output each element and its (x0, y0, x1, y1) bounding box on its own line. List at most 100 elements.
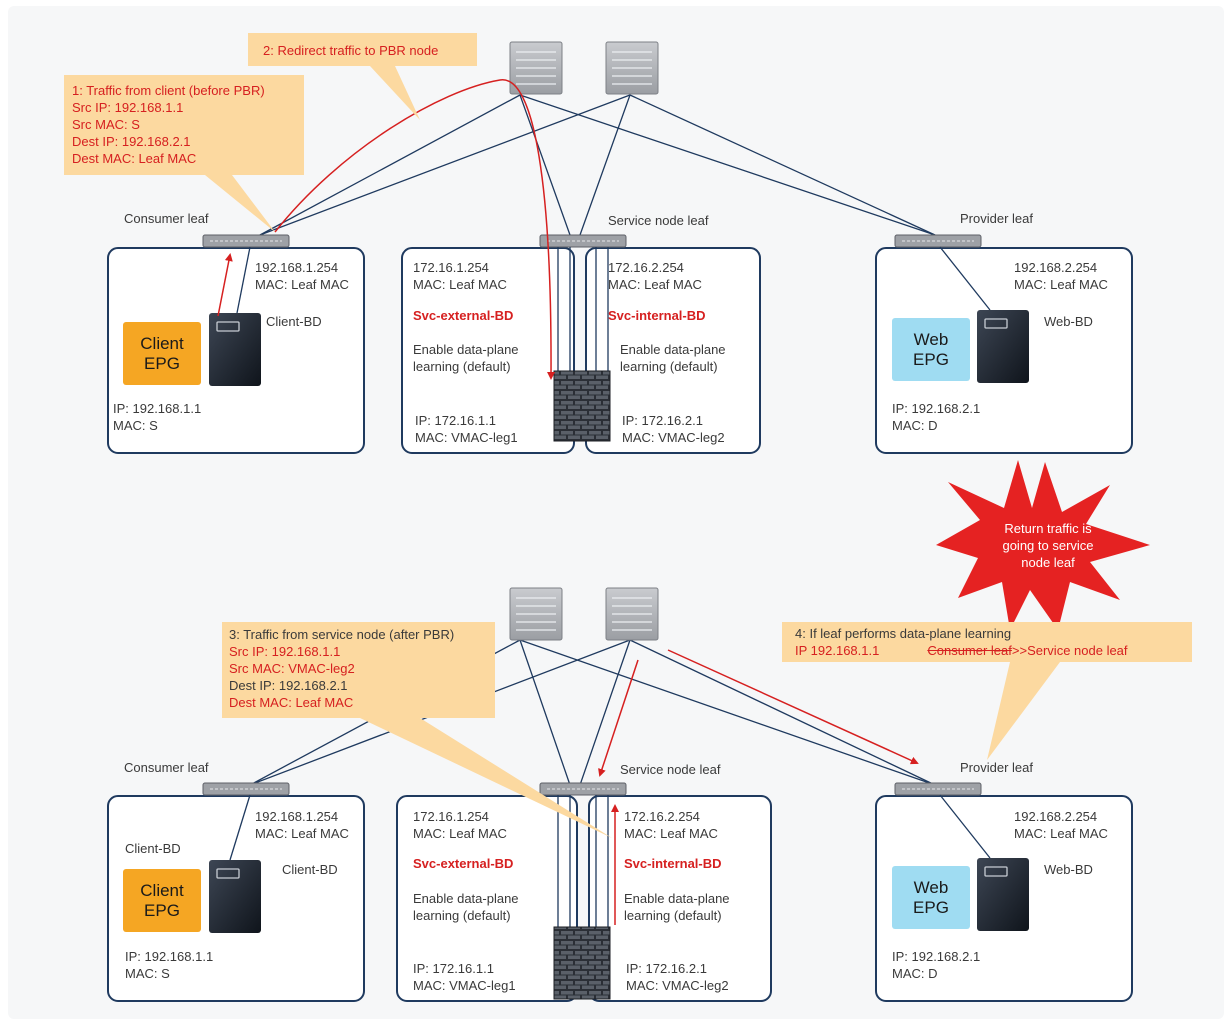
gateway-ip: 192.168.2.254 (1014, 260, 1098, 275)
callout-1-line: 1: Traffic from client (before PBR) (72, 83, 265, 98)
svc-internal-box (585, 247, 761, 454)
epg-label: Web (913, 877, 949, 897)
leaf-switch-icon (539, 782, 627, 796)
gateway-ip: 172.16.2.254 (624, 809, 700, 824)
node-mac: MAC: VMAC-leg2 (622, 430, 725, 445)
client-to-leaf-arrow (217, 253, 233, 317)
gateway-mac: MAC: Leaf MAC (413, 277, 507, 292)
gateway-ip: 172.16.2.254 (608, 260, 684, 275)
bridge-domain-label: Svc-internal-BD (608, 308, 706, 323)
svc-external-box (401, 247, 575, 454)
callout-1-text: 1: Traffic from client (before PBR) Src … (72, 82, 265, 167)
epg-label: Web (913, 329, 949, 349)
web-epg: Web EPG (892, 866, 970, 929)
spine-switch-icon (509, 587, 563, 641)
callout-4-new-leaf: >>Service node leaf (1011, 643, 1128, 658)
callout-3-title: 3: Traffic from service node (after PBR) (229, 627, 455, 642)
learning-label: Enable data-plane (413, 342, 519, 357)
learning-label: learning (default) (413, 359, 511, 374)
burst-line: going to service (1002, 538, 1094, 553)
bridge-domain-label: Web-BD (1044, 862, 1093, 877)
node-ip: IP: 172.16.1.1 (413, 961, 494, 976)
callout-1-line: Src IP: 192.168.1.1 (72, 100, 184, 115)
spine-to-provider-arrow (667, 649, 919, 765)
consumer-leaf-label: Consumer leaf (124, 760, 209, 775)
epg-label: EPG (913, 897, 949, 917)
callout-1 (64, 75, 304, 232)
web-epg: Web EPG (892, 318, 970, 381)
node-mac: MAC: VMAC-leg2 (626, 978, 729, 993)
callout-1-line: Dest IP: 192.168.2.1 (72, 134, 191, 149)
consumer-leaf-label: Consumer leaf (124, 211, 209, 226)
gateway-mac: MAC: Leaf MAC (255, 826, 349, 841)
leaf-to-spine-arrow (598, 659, 639, 777)
node-ip: IP: 172.16.2.1 (626, 961, 707, 976)
client-epg: Client EPG (123, 869, 201, 932)
gateway-ip: 172.16.1.254 (413, 260, 489, 275)
bridge-domain-label: Svc-internal-BD (624, 856, 722, 871)
gateway-ip: 192.168.1.254 (255, 809, 339, 824)
node-ip: IP: 172.16.2.1 (622, 413, 703, 428)
callout-3-src-ip: Src IP: 192.168.1.1 (229, 644, 341, 659)
server-icon (209, 860, 261, 933)
learning-label: learning (default) (413, 908, 511, 923)
callout-2 (248, 33, 477, 120)
bridge-domain-label: Svc-external-BD (413, 308, 514, 323)
node-mac: MAC: VMAC-leg1 (415, 430, 518, 445)
leaf-switch-icon (894, 234, 982, 248)
callout-1-line: Src MAC: S (72, 117, 140, 132)
callout-1-line: Dest MAC: Leaf MAC (72, 151, 197, 166)
epg-label: EPG (913, 349, 949, 369)
epg-label: EPG (144, 900, 180, 920)
gateway-mac: MAC: Leaf MAC (608, 277, 702, 292)
callout-3-dest-mac: Dest MAC: Leaf MAC (229, 695, 354, 710)
client-epg: Client EPG (123, 322, 201, 385)
redirect-arrow (274, 79, 556, 380)
bridge-domain-label: Client-BD (266, 314, 322, 329)
burst-text: Return traffic is going to service node … (983, 520, 1113, 571)
host-ip: IP: 192.168.1.1 (125, 949, 214, 964)
bridge-domain-label: Client-BD (125, 841, 181, 856)
provider-leaf-label: Provider leaf (960, 211, 1033, 226)
learning-label: Enable data-plane (620, 342, 726, 357)
host-mac: MAC: S (125, 966, 170, 981)
callout-4-old-leaf: Consumer leaf (927, 643, 1012, 658)
leaf-switch-icon (539, 234, 627, 248)
service-leaf-label: Service node leaf (620, 762, 721, 777)
leaf-switch-icon (202, 234, 290, 248)
gateway-mac: MAC: Leaf MAC (413, 826, 507, 841)
service-leaf-label: Service node leaf (608, 213, 709, 228)
burst-line: Return traffic is (1004, 521, 1092, 536)
gateway-ip: 192.168.1.254 (255, 260, 339, 275)
host-ip: IP: 192.168.2.1 (892, 949, 981, 964)
gateway-mac: MAC: Leaf MAC (255, 277, 349, 292)
top-fabric-links (259, 94, 936, 236)
svc-internal-box (588, 795, 772, 1002)
learning-label: Enable data-plane (624, 891, 730, 906)
bridge-domain-label: Svc-external-BD (413, 856, 514, 871)
firewall-icon (553, 370, 611, 442)
provider-leaf-label: Provider leaf (960, 760, 1033, 775)
spine-switch-icon (605, 41, 659, 95)
callout-3-dest-ip: Dest IP: 192.168.2.1 (229, 678, 348, 693)
leaf-switch-icon (202, 782, 290, 796)
callout-4 (782, 622, 1192, 760)
return-traffic-burst (936, 460, 1150, 630)
callout-3-text: 3: Traffic from service node (after PBR)… (229, 626, 454, 711)
bridge-domain-label: Client-BD (282, 862, 338, 877)
leaf-switch-icon (894, 782, 982, 796)
server-icon (977, 310, 1029, 383)
node-mac: MAC: VMAC-leg1 (413, 978, 516, 993)
gateway-mac: MAC: Leaf MAC (1014, 277, 1108, 292)
node-ip: IP: 172.16.1.1 (415, 413, 496, 428)
gateway-ip: 172.16.1.254 (413, 809, 489, 824)
burst-line: node leaf (1021, 555, 1075, 570)
epg-label: EPG (144, 353, 180, 373)
host-mac: MAC: D (892, 418, 938, 433)
learning-label: Enable data-plane (413, 891, 519, 906)
server-icon (977, 858, 1029, 931)
gateway-ip: 192.168.2.254 (1014, 809, 1098, 824)
host-ip: IP: 192.168.2.1 (892, 401, 981, 416)
host-mac: MAC: D (892, 966, 938, 981)
